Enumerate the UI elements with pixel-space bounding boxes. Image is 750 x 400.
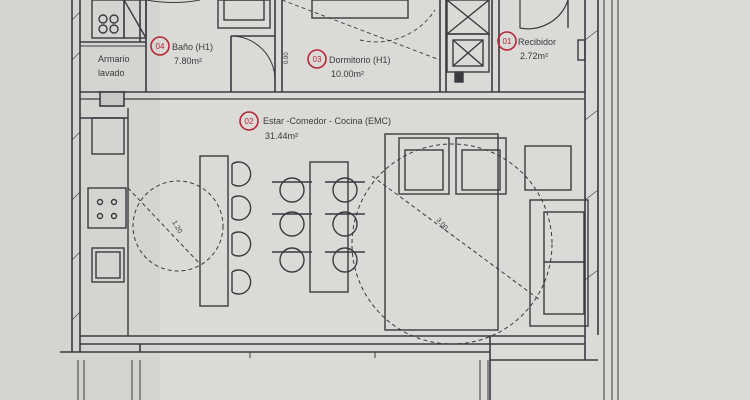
dimension-door: 0.90 bbox=[284, 52, 290, 64]
armario-label-line1: Armario bbox=[98, 54, 130, 64]
room-name: Recibidor bbox=[518, 37, 556, 47]
bathroom-fixtures bbox=[91, 0, 271, 39]
room-badge bbox=[497, 31, 517, 51]
room-area: 2.72m² bbox=[520, 51, 548, 61]
room-label-bedroom: 03 Dormitorio (H1) 10.00m² bbox=[307, 49, 391, 79]
room-badge bbox=[307, 49, 327, 69]
walls bbox=[60, 0, 619, 400]
room-label-bathroom: 04 Baño (H1) 7.80m² bbox=[150, 36, 213, 66]
room-area: 10.00m² bbox=[331, 69, 364, 79]
room-number: 03 bbox=[313, 55, 322, 64]
clearance-circles bbox=[127, 143, 553, 345]
entry-fixtures bbox=[446, 0, 586, 83]
kitchen-counter bbox=[80, 108, 129, 336]
room-area: 7.80m² bbox=[174, 56, 202, 66]
room-badge bbox=[239, 111, 259, 131]
dining-set bbox=[199, 155, 365, 307]
room-label-living: 02 Estar -Comedor - Cocina (EMC) 31.44m² bbox=[239, 111, 391, 141]
armario-label-line2: lavado bbox=[98, 68, 125, 78]
room-name: Estar -Comedor - Cocina (EMC) bbox=[263, 116, 391, 126]
room-area: 31.44m² bbox=[265, 131, 298, 141]
bedroom-furniture bbox=[281, 0, 441, 61]
room-badge bbox=[150, 36, 170, 56]
room-name: Baño (H1) bbox=[172, 42, 213, 52]
room-name: Dormitorio (H1) bbox=[329, 55, 391, 65]
room-label-entry: 01 Recibidor 2.72m² bbox=[497, 31, 556, 61]
room-labels: 04 Baño (H1) 7.80m² 03 Dormitorio (H1) 1… bbox=[98, 31, 556, 141]
living-furniture bbox=[384, 133, 589, 331]
room-number: 01 bbox=[503, 37, 512, 46]
room-number: 02 bbox=[245, 117, 254, 126]
wall-hatching bbox=[71, 11, 599, 321]
room-number: 04 bbox=[156, 42, 165, 51]
